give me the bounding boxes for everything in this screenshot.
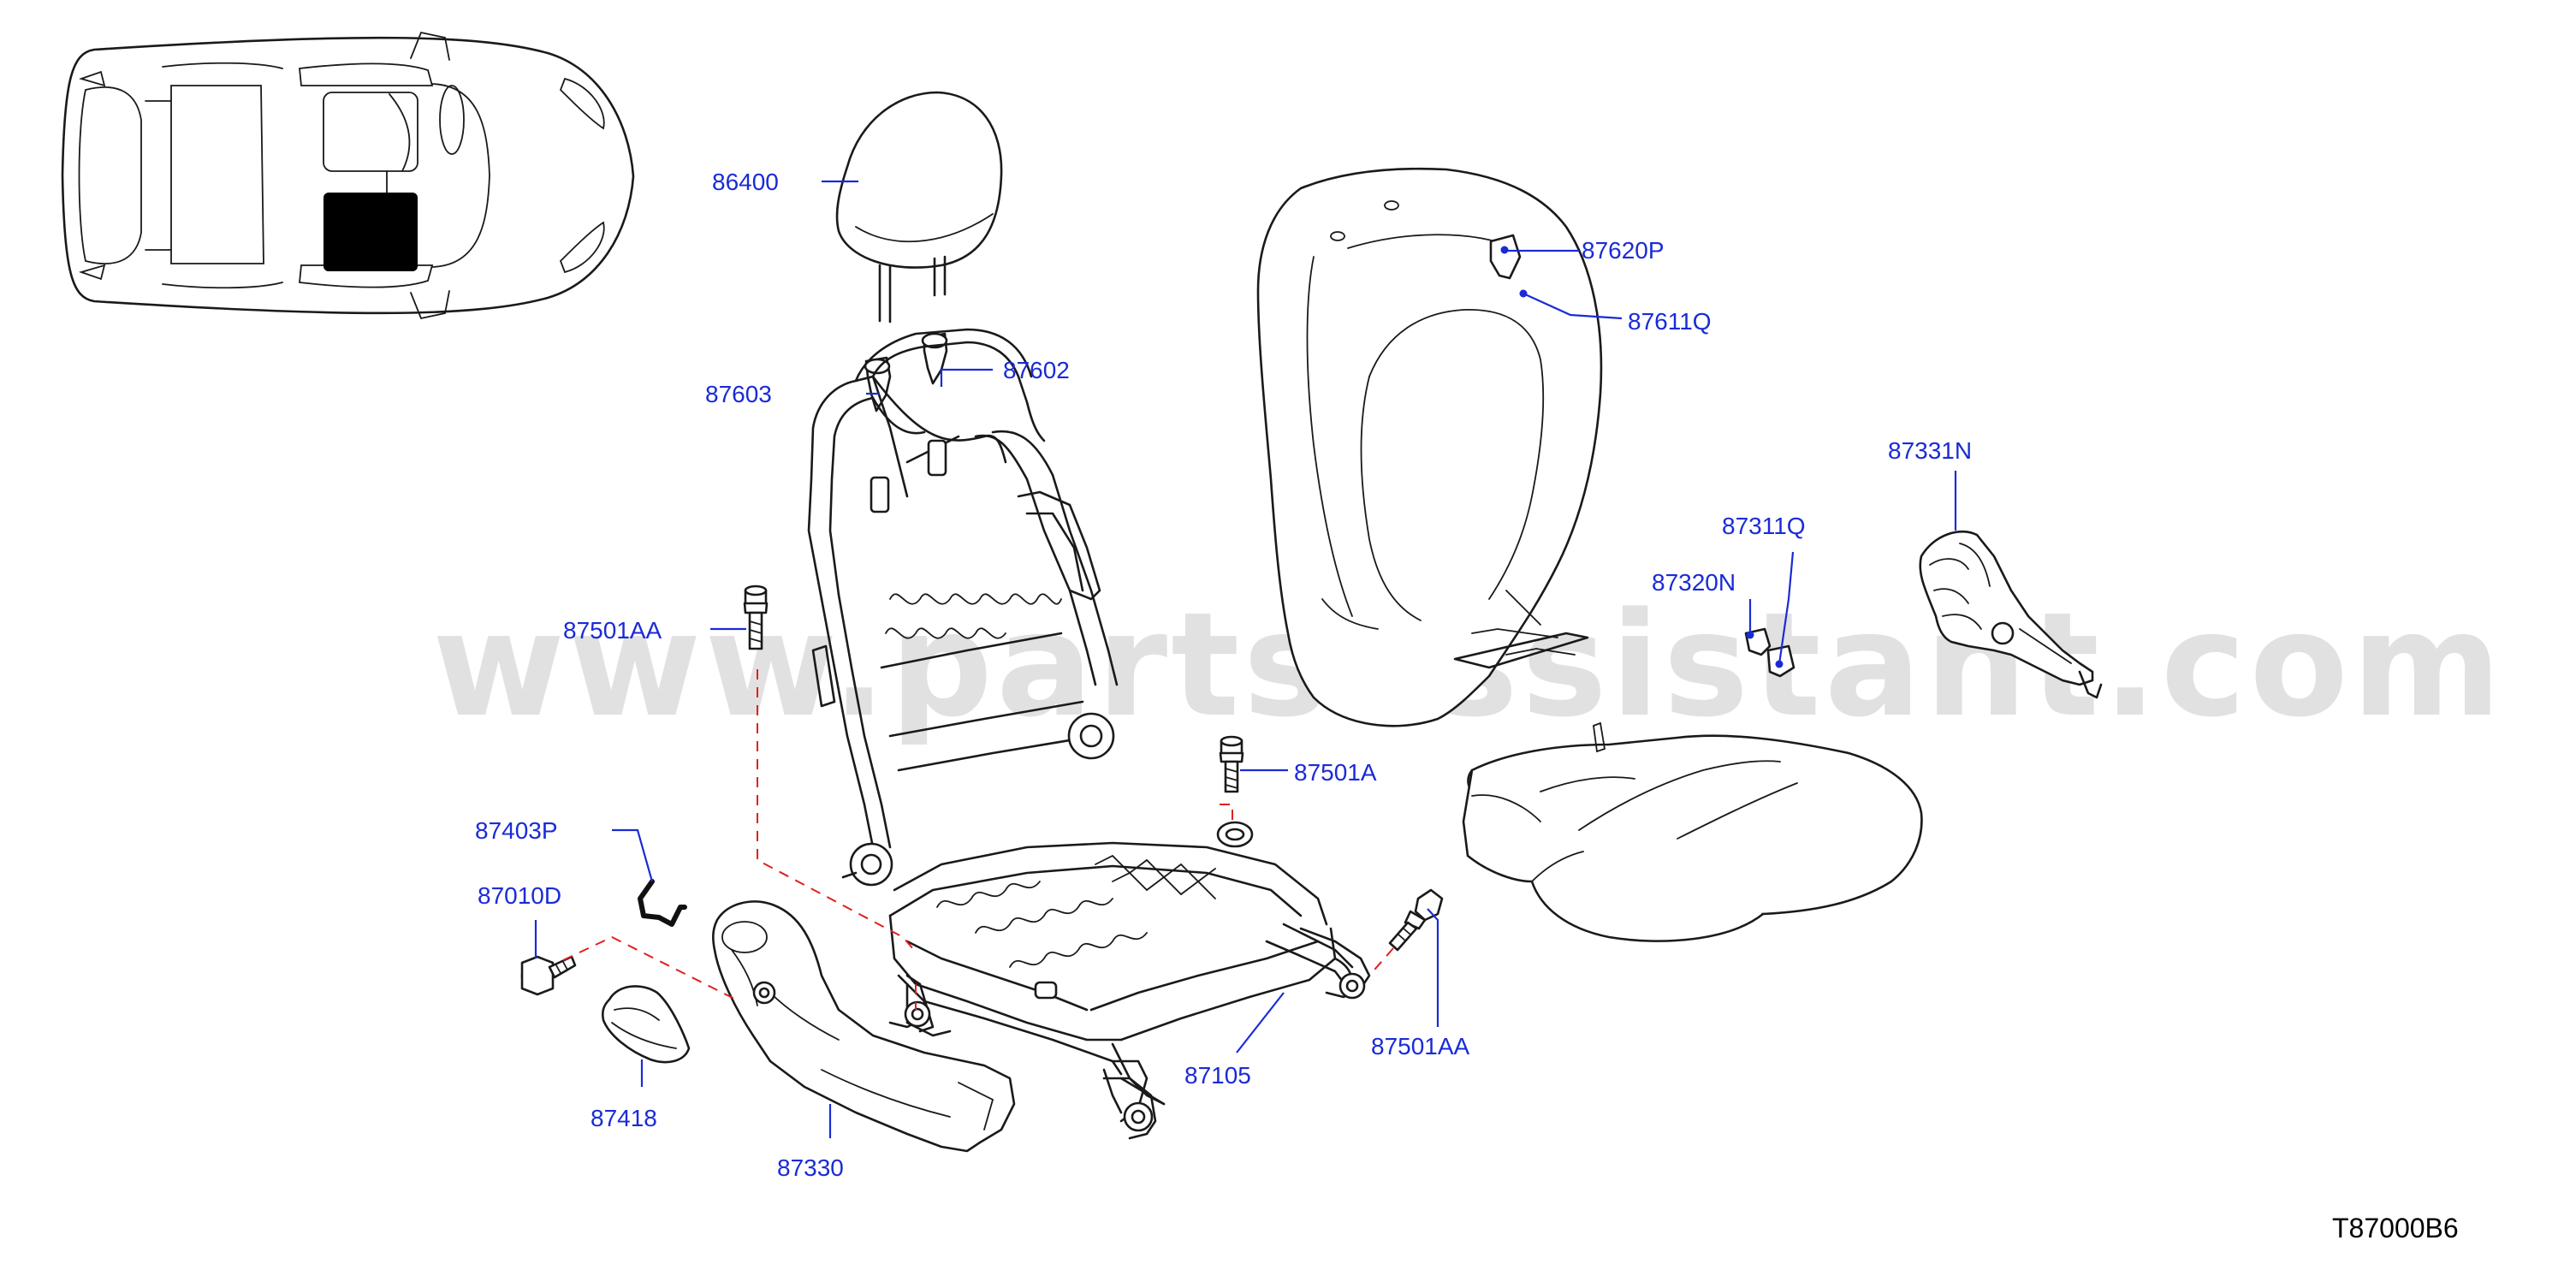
side-finisher-87330 [712,900,1016,1153]
recliner-finisher-outer [1919,530,2103,699]
headrest-guides [864,332,948,412]
headrest [835,91,1003,323]
bolt-87501AA-bottom [1388,888,1444,952]
callout-87501AA-bottom[interactable]: 87501AA [1371,1033,1470,1059]
callout-87403P[interactable]: 87403P [475,817,558,844]
callout-87501AA-top[interactable]: 87501AA [563,617,662,644]
assembly-lines [562,669,1394,1010]
seatback-frame [807,328,1119,887]
vehicle-top-view [61,31,635,320]
bolt-87501AA-top [743,585,769,650]
diagram-code: T87000B6 [2332,1213,2459,1243]
callout-87620P[interactable]: 87620P [1582,237,1665,264]
callout-87603[interactable]: 87603 [705,381,772,407]
callout-87331N[interactable]: 87331N [1888,437,1972,464]
seat-location-marker [323,193,418,271]
knob-87418 [601,985,691,1064]
callout-87602[interactable]: 87602 [1003,357,1070,383]
leader-lines [534,180,1957,1138]
callout-87501A[interactable]: 87501A [1294,759,1377,786]
clip-87403P [638,879,687,927]
callout-87611Q[interactable]: 87611Q [1628,308,1712,335]
callout-87010D[interactable]: 87010D [478,882,561,909]
callout-87320N[interactable]: 87320N [1652,569,1736,596]
seat-cushion-trim [1462,627,1923,942]
callout-87418[interactable]: 87418 [591,1105,657,1131]
callout-87311Q[interactable]: 87311Q [1722,513,1806,539]
callout-86400[interactable]: 86400 [712,169,779,195]
bolt-87501A [1219,735,1244,793]
callout-87105[interactable]: 87105 [1184,1062,1251,1089]
cushion-frame [888,821,1371,1140]
screw-87010D [520,955,577,996]
callout-labels: 86400 87603 87602 87620P 87611Q 87331N 8… [475,169,1972,1181]
seatback-trim [1256,167,1603,727]
callout-87330[interactable]: 87330 [777,1154,844,1181]
